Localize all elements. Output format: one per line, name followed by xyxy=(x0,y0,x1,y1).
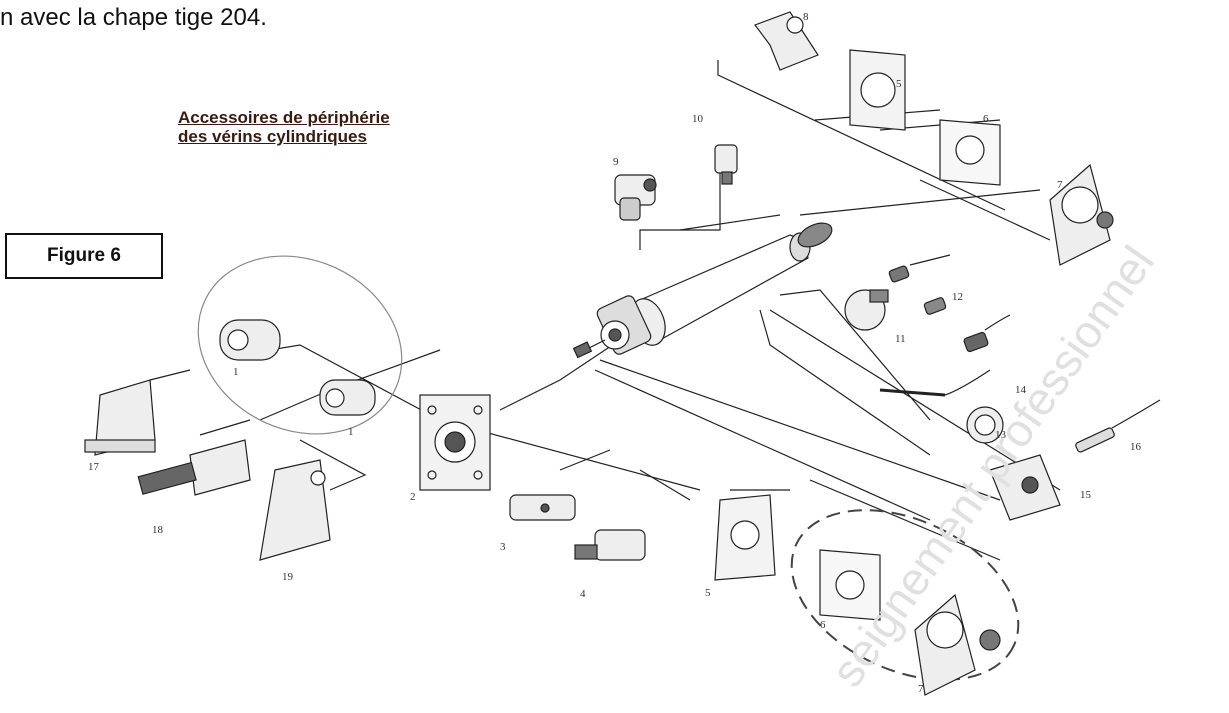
label-part-5a: 5 xyxy=(896,78,902,90)
label-part-17: 17 xyxy=(88,461,100,473)
heading-line-2: des vérins cylindriques xyxy=(178,127,367,146)
part-17-clevis-mount xyxy=(84,379,156,456)
pneumatic-cylinder xyxy=(572,222,833,359)
label-part-7b: 7 xyxy=(918,683,924,695)
label-part-14: 14 xyxy=(1015,384,1027,396)
part-11-sensor-clamp xyxy=(844,289,889,331)
part-15-clamp xyxy=(989,454,1061,521)
part-12-connectors xyxy=(888,254,1011,353)
label-part-13: 13 xyxy=(995,429,1007,441)
label-part-6a: 6 xyxy=(983,113,989,125)
highlight-ellipse-right xyxy=(790,509,1020,681)
label-part-9: 9 xyxy=(613,156,619,168)
label-part-2: 2 xyxy=(410,491,416,503)
part-18-threaded-adapter xyxy=(137,439,251,496)
part-14-sensor xyxy=(879,369,991,397)
label-part-3: 3 xyxy=(500,541,506,553)
intro-text-fragment: n avec la chape tige 204. xyxy=(0,4,267,31)
label-part-5b: 5 xyxy=(705,587,711,599)
label-part-1a: 1 xyxy=(233,366,239,378)
part-6-flange-top xyxy=(939,119,1001,186)
figure-label-box: Figure 6 xyxy=(5,233,163,279)
highlight-ellipse-left xyxy=(197,255,403,435)
heading-line-1: Accessoires de périphérie xyxy=(178,108,390,127)
label-part-19: 19 xyxy=(282,571,294,583)
label-part-7a: 7 xyxy=(1057,179,1063,191)
part-5-flange-top xyxy=(849,49,906,131)
part-2-square-flange xyxy=(419,394,491,491)
part-9-valve xyxy=(614,174,657,221)
label-part-10: 10 xyxy=(692,113,704,125)
label-part-1b: 1 xyxy=(348,426,354,438)
label-part-15: 15 xyxy=(1080,489,1092,501)
part-1-rod-eye xyxy=(219,319,281,361)
label-part-6b: 6 xyxy=(820,619,826,631)
part-13-sensor-ring xyxy=(966,406,1004,444)
label-part-8: 8 xyxy=(803,11,809,23)
label-part-11: 11 xyxy=(895,333,906,345)
connector-lines xyxy=(149,60,1061,561)
label-part-16: 16 xyxy=(1130,441,1142,453)
part-4-coupling xyxy=(574,529,646,561)
part-6-flange-bottom xyxy=(819,549,881,621)
part-7-foot-mount-top xyxy=(1049,163,1114,266)
part-16-sensor-cable xyxy=(1075,399,1161,453)
part-8-clevis-bracket xyxy=(754,11,819,71)
part-5-flange-bottom xyxy=(714,494,776,581)
part-1-rod-clevis xyxy=(319,379,376,416)
label-part-4: 4 xyxy=(580,588,586,600)
part-19-pivot-bracket xyxy=(259,459,331,561)
part-7-foot-mount-bottom xyxy=(914,593,1001,696)
figure-label: Figure 6 xyxy=(47,245,121,266)
label-part-12: 12 xyxy=(952,291,963,303)
part-10-fitting xyxy=(714,144,738,185)
diagram-heading: Accessoires de périphérie des vérins cyl… xyxy=(178,108,390,146)
part-3-clevis xyxy=(509,494,576,521)
label-part-18: 18 xyxy=(152,524,164,536)
